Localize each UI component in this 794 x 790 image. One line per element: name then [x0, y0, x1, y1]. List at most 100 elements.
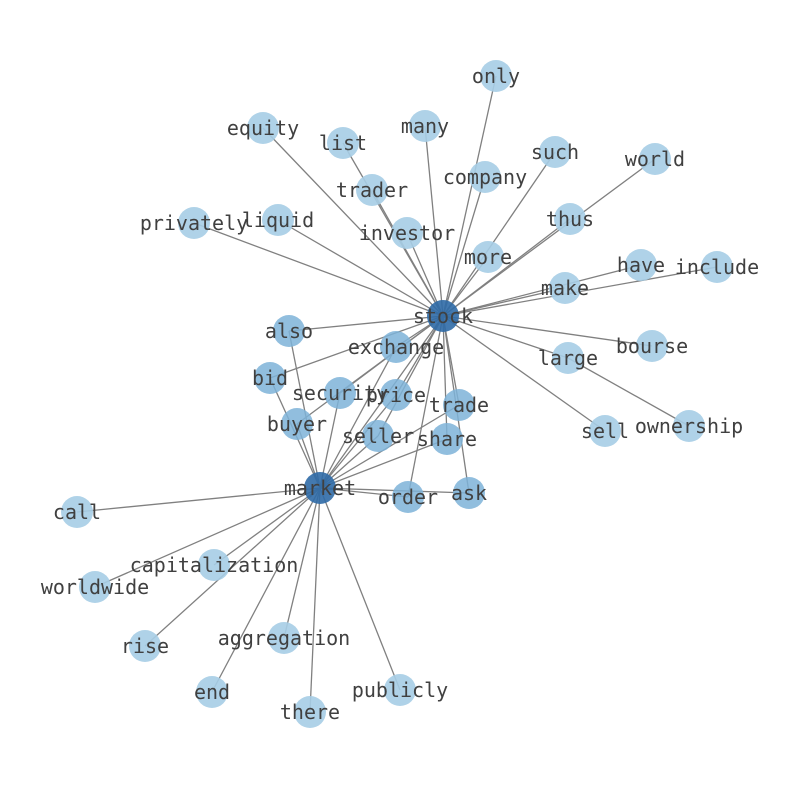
- edge-stock-equity: [262, 127, 444, 317]
- node-trader: [356, 174, 388, 206]
- node-label-make: make: [541, 276, 589, 300]
- edge-market-exchange: [319, 346, 397, 489]
- node-label-investor: investor: [359, 221, 455, 245]
- edge-stock-thus: [442, 218, 571, 317]
- edge-large-ownership: [567, 357, 690, 427]
- edge-stock-order: [407, 315, 444, 498]
- edge-market-end: [211, 487, 321, 693]
- node-label-many: many: [401, 114, 449, 138]
- node-label-only: only: [472, 64, 520, 88]
- edge-market-call: [76, 487, 321, 513]
- node-label-order: order: [378, 485, 438, 509]
- node-ownership: [673, 410, 705, 442]
- node-call: [61, 496, 93, 528]
- node-also: [273, 315, 305, 347]
- node-label-market: market: [284, 476, 356, 500]
- node-bourse: [636, 330, 668, 362]
- node-label-end: end: [194, 680, 230, 704]
- node-rise: [129, 630, 161, 662]
- edge-stock-share: [442, 315, 448, 440]
- node-label-price: price: [366, 383, 426, 407]
- node-label-sell: sell: [581, 419, 629, 443]
- node-label-call: call: [53, 500, 101, 524]
- node-label-company: company: [443, 165, 527, 189]
- edge-market-capitalization: [213, 487, 321, 566]
- node-label-more: more: [464, 245, 512, 269]
- edge-stock-only: [442, 75, 497, 317]
- node-label-security: security: [292, 381, 388, 405]
- node-thus: [554, 203, 586, 235]
- node-large: [552, 342, 584, 374]
- node-liquid: [262, 204, 294, 236]
- edge-stock-world: [442, 158, 656, 317]
- node-label-exchange: exchange: [348, 335, 444, 359]
- node-sell: [589, 415, 621, 447]
- node-label-bid: bid: [252, 366, 288, 390]
- edge-market-publicly: [319, 487, 401, 691]
- node-order: [392, 481, 424, 513]
- node-have: [625, 249, 657, 281]
- node-include: [701, 251, 733, 283]
- node-publicly: [384, 674, 416, 706]
- node-label-ask: ask: [451, 481, 487, 505]
- node-capitalization: [198, 549, 230, 581]
- node-label-publicly: publicly: [352, 678, 448, 702]
- node-label-have: have: [617, 253, 665, 277]
- node-list: [327, 127, 359, 159]
- edge-market-worldwide: [94, 487, 321, 588]
- node-label-aggregation: aggregation: [218, 626, 350, 650]
- node-label-equity: equity: [227, 116, 299, 140]
- edge-stock-bourse: [442, 315, 653, 347]
- node-company: [469, 161, 501, 193]
- node-make: [549, 272, 581, 304]
- node-privately: [178, 207, 210, 239]
- node-only: [480, 60, 512, 92]
- edge-market-also: [288, 330, 321, 489]
- edge-market-there: [309, 487, 321, 713]
- node-such: [539, 136, 571, 168]
- node-equity: [247, 112, 279, 144]
- edge-market-price: [319, 394, 397, 489]
- edge-stock-privately: [193, 222, 444, 317]
- edge-stock-sell: [442, 315, 606, 432]
- edge-stock-large: [442, 315, 569, 359]
- node-buyer: [281, 408, 313, 440]
- node-share: [431, 423, 463, 455]
- node-label-list: list: [319, 131, 367, 155]
- edge-stock-such: [442, 151, 556, 317]
- edge-stock-seller: [377, 315, 444, 437]
- node-label-capitalization: capitalization: [130, 553, 299, 577]
- node-label-thus: thus: [546, 207, 594, 231]
- node-security: [324, 377, 356, 409]
- node-label-ownership: ownership: [635, 414, 743, 438]
- edge-stock-bid: [269, 315, 444, 379]
- node-bid: [254, 362, 286, 394]
- node-label-such: such: [531, 140, 579, 164]
- node-label-seller: seller: [342, 424, 414, 448]
- node-more: [472, 241, 504, 273]
- node-there: [294, 696, 326, 728]
- edge-stock-trader: [371, 189, 444, 317]
- edge-stock-make: [442, 287, 566, 317]
- edge-stock-company: [442, 176, 486, 317]
- node-label-share: share: [417, 427, 477, 451]
- node-aggregation: [268, 622, 300, 654]
- edge-stock-buyer: [296, 315, 444, 425]
- edge-stock-market: [319, 315, 444, 489]
- node-label-privately: privately: [140, 211, 248, 235]
- node-label-liquid: liquid: [242, 208, 314, 232]
- node-label-stock: stock: [413, 304, 473, 328]
- node-label-there: there: [280, 700, 340, 724]
- edge-market-aggregation: [283, 487, 321, 639]
- node-market: [304, 472, 336, 504]
- edge-market-rise: [144, 487, 321, 647]
- node-exchange: [380, 331, 412, 363]
- node-world: [639, 143, 671, 175]
- edge-stock-many: [424, 125, 444, 317]
- node-label-trader: trader: [336, 178, 408, 202]
- edge-market-security: [319, 392, 341, 489]
- node-price: [380, 379, 412, 411]
